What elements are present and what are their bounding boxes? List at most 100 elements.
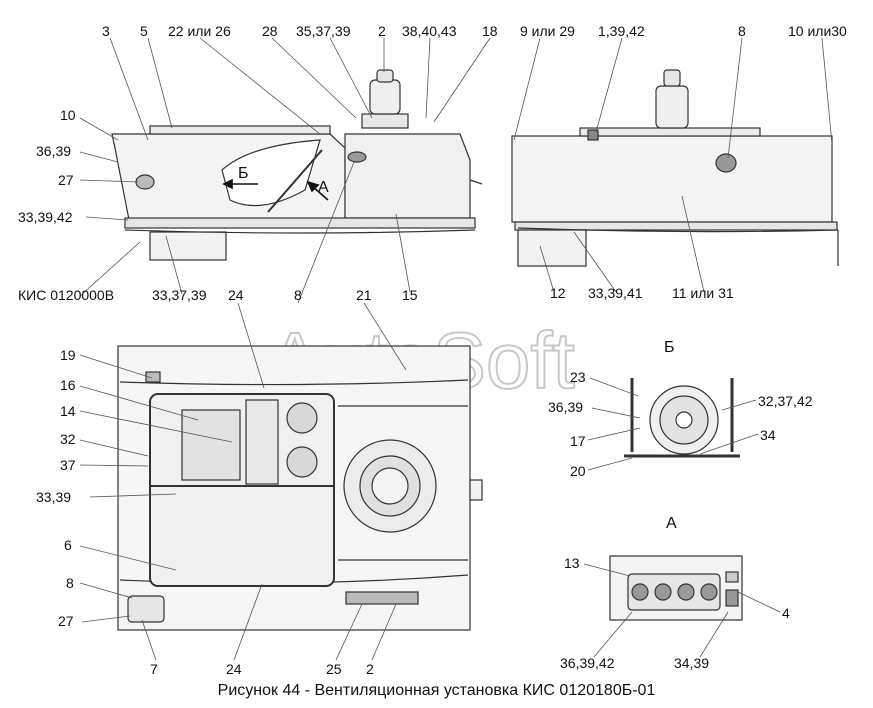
label-10or30: 10 или30 <box>788 23 847 39</box>
leader-lines <box>79 37 833 661</box>
leader-14 <box>79 410 233 443</box>
leader-36-c <box>593 611 633 658</box>
leader-34-a <box>699 433 759 455</box>
leader-5 <box>147 37 173 129</box>
side-view-hood <box>344 133 471 219</box>
leader-33-c <box>573 231 617 293</box>
leader-4 <box>737 591 781 613</box>
leader-15 <box>395 213 411 293</box>
leader-32-b <box>721 399 757 411</box>
label-2-bot: 2 <box>366 661 374 677</box>
detail-a-vent-2 <box>654 583 672 601</box>
label-8-top: 8 <box>738 23 746 39</box>
leader-kis <box>79 241 141 297</box>
plan-view-hatch-inner <box>371 467 409 505</box>
label-32: 32 <box>60 431 76 447</box>
leader-36-b <box>591 407 641 419</box>
detail-a <box>609 555 743 621</box>
detail-b-fan-hub <box>675 411 693 429</box>
leader-25 <box>335 603 363 661</box>
leader-22 <box>199 37 321 135</box>
plan-view-fan-box <box>245 399 279 485</box>
leader-11 <box>681 195 705 293</box>
leader-24-b <box>233 583 263 661</box>
arrow-b-label: Б <box>238 165 249 182</box>
side-view-cutout <box>221 139 321 207</box>
label-33-c: 33,39,41 <box>588 285 643 301</box>
leader-17 <box>587 427 641 441</box>
label-37: 37 <box>60 457 76 473</box>
label-33-b: 33,37,39 <box>152 287 207 303</box>
label-27: 27 <box>58 172 74 188</box>
label-16: 16 <box>60 377 76 393</box>
leader-6 <box>79 545 177 571</box>
label-25: 25 <box>326 661 342 677</box>
label-24-b: 24 <box>226 661 242 677</box>
figure-caption: Рисунок 44 - Вентиляционная установка КИ… <box>217 682 656 699</box>
label-1: 1,39,42 <box>598 23 645 39</box>
detail-a-vent-3 <box>677 583 695 601</box>
leader-10 <box>79 117 119 141</box>
leader-27 <box>79 179 139 183</box>
leader-27-b <box>81 615 131 623</box>
leader-18 <box>433 37 491 123</box>
side-view-rail <box>124 217 476 229</box>
leader-33-a <box>85 216 129 221</box>
front-view-lower-box <box>517 229 587 267</box>
front-view-beacon-cap <box>663 69 681 87</box>
label-18: 18 <box>482 23 498 39</box>
leader-16 <box>79 385 199 421</box>
leader-34-b <box>699 611 729 658</box>
label-2-top: 2 <box>378 23 386 39</box>
label-7: 7 <box>150 661 158 677</box>
detail-a-vent-4 <box>700 583 718 601</box>
leader-8-top <box>727 37 743 159</box>
leader-38 <box>425 37 431 119</box>
label-6: 6 <box>64 537 72 553</box>
callout-labels: 3 5 22 или 26 28 35,37,39 2 38,40,43 18 … <box>18 23 847 677</box>
front-view <box>511 69 839 267</box>
label-13: 13 <box>564 555 580 571</box>
plan-view-side-latch <box>469 479 483 501</box>
side-view-beacon-base <box>361 113 409 129</box>
side-view-lid <box>149 125 331 135</box>
arrow-a-head <box>306 180 320 193</box>
plan-view-vent-strip <box>345 591 419 605</box>
plan-view-fan-1 <box>286 402 318 434</box>
side-view-beacon <box>369 79 401 115</box>
label-36-c: 36,39,42 <box>560 655 615 671</box>
side-view-damper <box>267 149 323 213</box>
label-8-mid: 8 <box>294 287 302 303</box>
label-8-bot: 8 <box>66 575 74 591</box>
leader-19 <box>79 354 153 379</box>
label-17: 17 <box>570 433 586 449</box>
arrow-a-label: А <box>318 179 329 196</box>
label-15: 15 <box>402 287 418 303</box>
label-28: 28 <box>262 23 278 39</box>
label-27-b: 27 <box>58 613 74 629</box>
label-20: 20 <box>570 463 586 479</box>
leader-7 <box>141 619 157 661</box>
label-12: 12 <box>550 285 566 301</box>
front-view-grille <box>715 153 737 173</box>
leader-1 <box>595 37 623 133</box>
leader-20 <box>587 457 633 471</box>
label-24-a: 24 <box>228 287 244 303</box>
leader-9 <box>513 37 541 141</box>
detail-a-switch <box>725 571 739 583</box>
front-view-rail <box>514 221 838 231</box>
leader-23 <box>589 377 639 397</box>
side-view-ground-line <box>124 229 476 234</box>
leader-33-b <box>165 235 183 295</box>
leader-8-bot <box>79 582 133 599</box>
leader-10or30 <box>821 37 833 145</box>
side-view-grille <box>347 151 367 163</box>
leader-36 <box>79 151 119 163</box>
side-view-handle <box>469 179 483 185</box>
label-19: 19 <box>60 347 76 363</box>
leader-32 <box>79 439 149 457</box>
label-9: 9 или 29 <box>520 23 575 39</box>
front-view-lid <box>579 127 761 137</box>
plan-view-lamp <box>145 371 161 383</box>
